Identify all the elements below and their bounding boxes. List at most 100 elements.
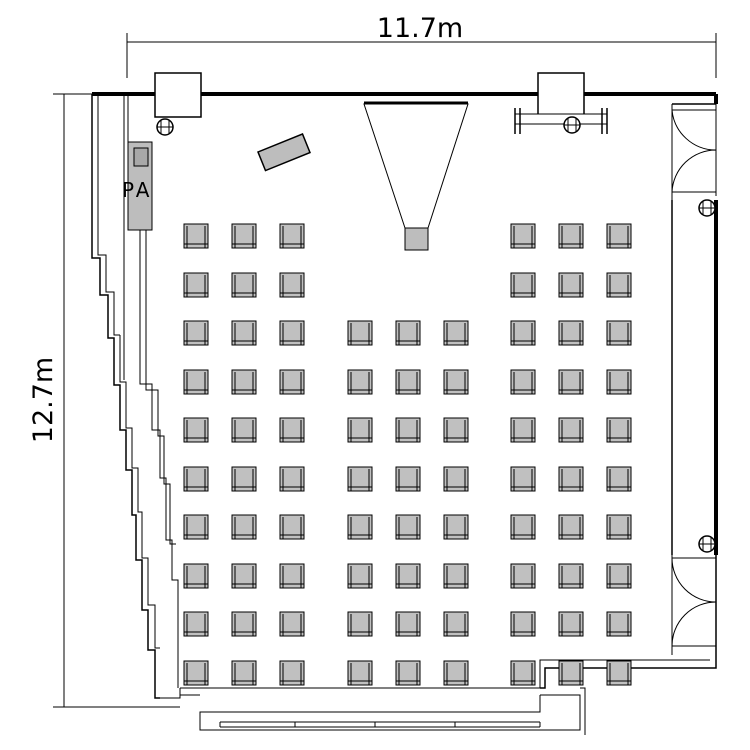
width-label: 11.7m: [377, 13, 463, 44]
chair: [510, 417, 536, 443]
speaker-box-left: [154, 72, 202, 136]
chair: [231, 417, 257, 443]
chair: [347, 514, 373, 540]
center-block: [347, 320, 469, 686]
chair: [231, 223, 257, 249]
chair: [279, 223, 305, 249]
chair: [231, 611, 257, 637]
chair: [606, 466, 632, 492]
projector-table: [257, 133, 311, 172]
width-dimension: 11.7m: [126, 13, 717, 78]
chair: [510, 272, 536, 298]
chair: [395, 660, 421, 686]
seating-area: [183, 223, 632, 686]
speaker-box-right: [514, 72, 608, 134]
chair: [183, 272, 209, 298]
chair: [606, 514, 632, 540]
chair: [183, 611, 209, 637]
chair: [395, 369, 421, 395]
projection-screen: [363, 101, 469, 251]
chair: [606, 320, 632, 346]
chair: [279, 320, 305, 346]
chair: [558, 369, 584, 395]
chair: [558, 611, 584, 637]
lower-double-door: [671, 557, 717, 647]
chair: [279, 272, 305, 298]
chair: [347, 369, 373, 395]
chair: [510, 611, 536, 637]
chair: [443, 369, 469, 395]
upper-double-door: [671, 104, 717, 196]
chair: [347, 611, 373, 637]
chair: [395, 320, 421, 346]
chair: [443, 514, 469, 540]
wall-outlet-icon: [698, 199, 716, 217]
chair: [183, 563, 209, 589]
chair: [510, 223, 536, 249]
chair: [443, 320, 469, 346]
chair: [183, 660, 209, 686]
chair: [443, 660, 469, 686]
chair: [558, 320, 584, 346]
chair: [395, 563, 421, 589]
pa-cabinet: PA: [122, 141, 153, 231]
chair: [347, 563, 373, 589]
pa-label: PA: [122, 178, 152, 202]
chair: [558, 417, 584, 443]
chair: [606, 369, 632, 395]
chair: [279, 660, 305, 686]
chair: [347, 320, 373, 346]
chair: [183, 320, 209, 346]
chair: [443, 466, 469, 492]
chair: [606, 660, 632, 686]
chair: [231, 660, 257, 686]
right-wall: [671, 104, 718, 660]
chair: [558, 466, 584, 492]
chair: [183, 417, 209, 443]
chair: [606, 417, 632, 443]
chair: [231, 563, 257, 589]
chair: [231, 369, 257, 395]
chair: [395, 611, 421, 637]
chair: [558, 223, 584, 249]
chair: [183, 223, 209, 249]
chair: [510, 320, 536, 346]
wall-outlet-icon: [698, 535, 716, 553]
chair: [606, 223, 632, 249]
chair: [231, 320, 257, 346]
chair: [510, 369, 536, 395]
chair: [510, 514, 536, 540]
chair: [510, 466, 536, 492]
chair: [395, 417, 421, 443]
chair: [558, 660, 584, 686]
chair: [347, 417, 373, 443]
chair: [443, 417, 469, 443]
chair: [395, 514, 421, 540]
right-block: [510, 223, 632, 686]
chair: [279, 514, 305, 540]
chair: [606, 611, 632, 637]
chair: [395, 466, 421, 492]
height-label: 12.7m: [28, 357, 59, 443]
chair: [231, 272, 257, 298]
chair: [231, 514, 257, 540]
chair: [279, 611, 305, 637]
chair: [558, 272, 584, 298]
chair: [183, 466, 209, 492]
chair: [606, 563, 632, 589]
chair: [279, 417, 305, 443]
chair: [279, 563, 305, 589]
chair: [279, 466, 305, 492]
chair: [183, 514, 209, 540]
chair: [443, 563, 469, 589]
left-block: [183, 223, 305, 686]
chair: [347, 660, 373, 686]
height-dimension: 12.7m: [28, 93, 180, 708]
chair: [606, 272, 632, 298]
chair: [510, 563, 536, 589]
bottom-wall: [160, 659, 717, 735]
chair: [231, 466, 257, 492]
chair: [510, 660, 536, 686]
chair: [347, 466, 373, 492]
